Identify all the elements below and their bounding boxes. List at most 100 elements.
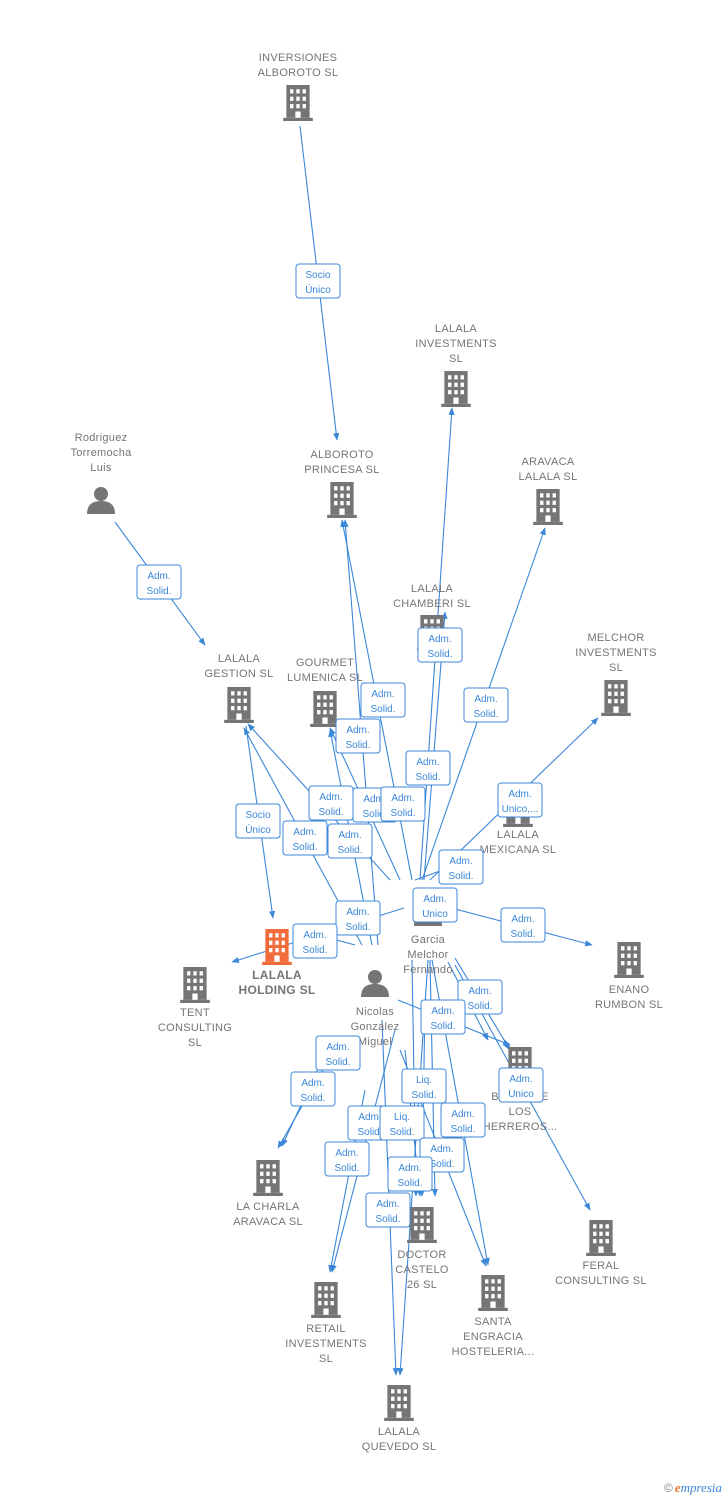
- node-label: LALALA: [435, 323, 478, 335]
- node-label: HOSTELERIA...: [452, 1346, 535, 1358]
- relation-text: Único: [245, 823, 271, 836]
- relation-label[interactable]: Adm.Solid.: [405, 750, 451, 786]
- relation-label[interactable]: Adm.Solid.: [438, 849, 484, 885]
- relation-label[interactable]: Adm.Solid.: [365, 1192, 411, 1228]
- relation-label[interactable]: Liq.Solid.: [379, 1105, 425, 1141]
- relation-text: Solid.: [334, 1163, 359, 1174]
- node-label: INVESTMENTS: [285, 1338, 367, 1350]
- relation-label[interactable]: Adm.Solid.: [417, 627, 463, 663]
- relation-box: [327, 823, 373, 859]
- node-label: LALALA: [378, 1426, 421, 1438]
- relation-text: Solid.: [337, 845, 362, 856]
- relation-box: [335, 718, 381, 754]
- relation-label[interactable]: Adm. Solid.: [324, 1141, 370, 1177]
- relation-box: [401, 1068, 447, 1104]
- relation-label[interactable]: Adm. Solid.: [308, 785, 354, 821]
- building-icon: [180, 967, 210, 1003]
- relation-label[interactable]: Adm.Unico: [498, 1067, 544, 1103]
- building-icon: [310, 691, 340, 727]
- relation-box: [417, 627, 463, 663]
- relation-label[interactable]: Adm.Solid.: [290, 1071, 336, 1107]
- building-icon: [253, 1160, 283, 1196]
- relation-label[interactable]: Adm.Solid.: [440, 1102, 486, 1138]
- relation-text: Solid.: [362, 809, 387, 820]
- relation-label[interactable]: Adm.Solid.: [380, 786, 426, 822]
- node-label: CONSULTING: [158, 1022, 232, 1034]
- relation-text: Adm.: [335, 1148, 358, 1159]
- relation-label[interactable]: Adm.Solid.: [360, 682, 406, 718]
- relation-box: [457, 979, 503, 1015]
- relation-text: Adm.: [363, 794, 386, 805]
- company-node-aravaca_lalala[interactable]: ARAVACA LALALA SL: [519, 456, 578, 525]
- relation-label[interactable]: Adm.Solid.: [335, 900, 381, 936]
- relation-label[interactable]: Adm.Unico: [412, 887, 458, 923]
- node-label: Torremocha: [70, 447, 132, 459]
- node-label: RETAIL: [306, 1323, 346, 1335]
- relation-label[interactable]: Adm.Solid.: [292, 923, 338, 959]
- relation-label[interactable]: Adm.Solid.: [136, 564, 182, 600]
- relation-box: [324, 1141, 370, 1177]
- relation-label[interactable]: Liq.Solid.: [401, 1068, 447, 1104]
- relation-label[interactable]: Adm.Solid.: [463, 687, 509, 723]
- relation-text: Solid.: [429, 1159, 454, 1170]
- relation-label[interactable]: Adm.Solid.: [387, 1156, 433, 1192]
- relation-text: Solid.: [345, 922, 370, 933]
- relation-label[interactable]: Adm.Solid.: [500, 907, 546, 943]
- relation-text: Adm.: [391, 793, 414, 804]
- relation-box: [292, 923, 338, 959]
- relation-label[interactable]: Adm.Solid.: [282, 820, 328, 856]
- relation-text: Adm.: [431, 1006, 454, 1017]
- building-icon: [262, 929, 292, 965]
- relation-text: Adm.: [376, 1199, 399, 1210]
- relation-text: Adm.: [511, 914, 534, 925]
- person-icon: [361, 970, 389, 997]
- company-node-santa[interactable]: SANTAENGRACIAHOSTELERIA...: [452, 1275, 535, 1358]
- relation-text: Solid.: [430, 1021, 455, 1032]
- building-icon: [533, 489, 563, 525]
- node-label: ENANO: [609, 984, 650, 996]
- relation-label[interactable]: Adm.Unico,...: [497, 782, 543, 818]
- node-label: LALALA: [497, 829, 540, 841]
- relation-text: Solid.: [318, 807, 343, 818]
- relation-text: Solid.: [302, 945, 327, 956]
- relation-label[interactable]: Adm.Solid.: [327, 823, 373, 859]
- node-label: Fernando: [403, 964, 453, 976]
- relation-label[interactable]: Adm. Solid.: [420, 999, 466, 1035]
- relation-label[interactable]: Adm.Solid.: [315, 1035, 361, 1071]
- node-label: DOCTOR: [397, 1249, 446, 1261]
- node-label: INVESTMENTS: [575, 647, 657, 659]
- relation-text: Solid.: [415, 772, 440, 783]
- relation-box: [412, 887, 458, 923]
- relation-text: Liq.: [416, 1075, 432, 1086]
- node-label: LALALA SL: [519, 471, 578, 483]
- relation-box: [498, 1067, 544, 1103]
- relation-label[interactable]: Adm.Solid.: [335, 718, 381, 754]
- relation-text: Adm.: [449, 856, 472, 867]
- node-label: ARAVACA: [521, 456, 574, 468]
- relation-label[interactable]: Adm.Solid.: [457, 979, 503, 1015]
- relation-text: Adm.: [319, 792, 342, 803]
- copyright-symbol: ©: [663, 1481, 673, 1495]
